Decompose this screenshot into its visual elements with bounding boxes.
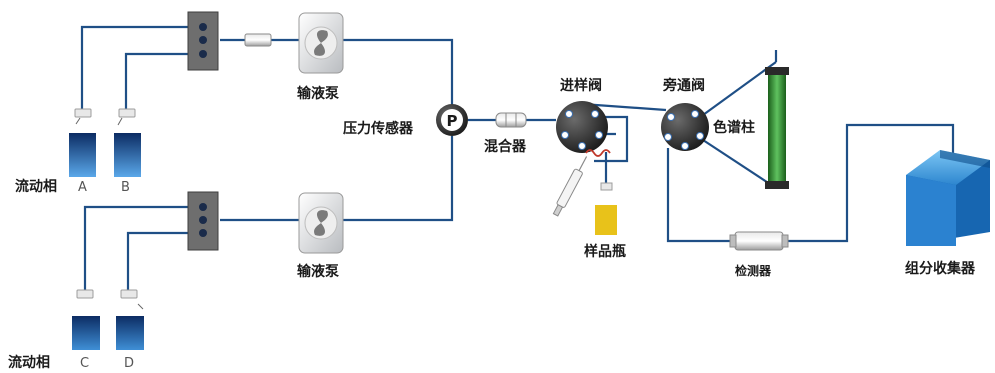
tube-detector-collector [783,123,955,243]
manifold-bottom [187,191,219,251]
injection-valve [556,101,608,153]
sample-vial-label: 样品瓶 [584,243,626,260]
mixer-label: 混合器 [484,138,527,155]
fraction-collector-label: 组分收集器 [905,260,976,277]
bypass-valve [661,103,709,151]
tube-inject-bypass [581,102,667,112]
mobile-phase-label-top: 流动相 [15,178,57,195]
sample-vial [595,205,617,235]
tube-a-line [80,25,203,112]
bottle-d [116,289,144,350]
pressure-sensor: P [436,104,468,136]
tube-bypass-column-top [702,61,777,116]
bottle-c [72,289,100,350]
pump-top-label: 输液泵 [297,85,339,102]
pump-top [298,12,344,74]
mixer [495,112,527,128]
tube-d-line [126,231,203,290]
pump-top-blade-icon [314,30,328,56]
tube-bypass-column-bottom [702,139,777,189]
mobile-phase-label-bottom: 流动相 [8,354,50,371]
tube-b-line [124,52,203,112]
fraction-collector [906,150,990,246]
inline-filter-icon [244,33,272,47]
bottle-b-label: B [121,180,130,195]
tube-c-line [83,205,203,290]
manifold-top [187,11,219,71]
vial-cap [600,182,613,191]
bottle-a-label: A [78,180,87,195]
bottle-d-label: D [124,356,134,371]
pump-bottom-label: 输液泵 [297,263,339,280]
bottle-b [114,108,141,177]
bottle-a [69,108,96,177]
column-label: 色谱柱 [713,119,755,136]
tube-pump-sensor-top [343,38,454,105]
pump-bottom [298,192,344,254]
detector-label: 检测器 [735,263,772,278]
sample-coil [585,149,611,157]
chromatography-column [765,67,789,189]
detector [729,231,789,251]
sample-loop [592,115,629,163]
pressure-symbol: P [447,112,458,130]
tube-bypass-detector [666,148,735,243]
injection-valve-label: 进样阀 [560,77,602,94]
bypass-valve-label: 旁通阀 [662,77,705,94]
pressure-sensor-label: 压力传感器 [343,120,414,137]
pump-bottom-blade-icon [314,210,328,236]
tube-pump-sensor-bottom [343,136,454,222]
syringe-icon [552,156,588,217]
bottle-c-label: C [80,356,89,371]
